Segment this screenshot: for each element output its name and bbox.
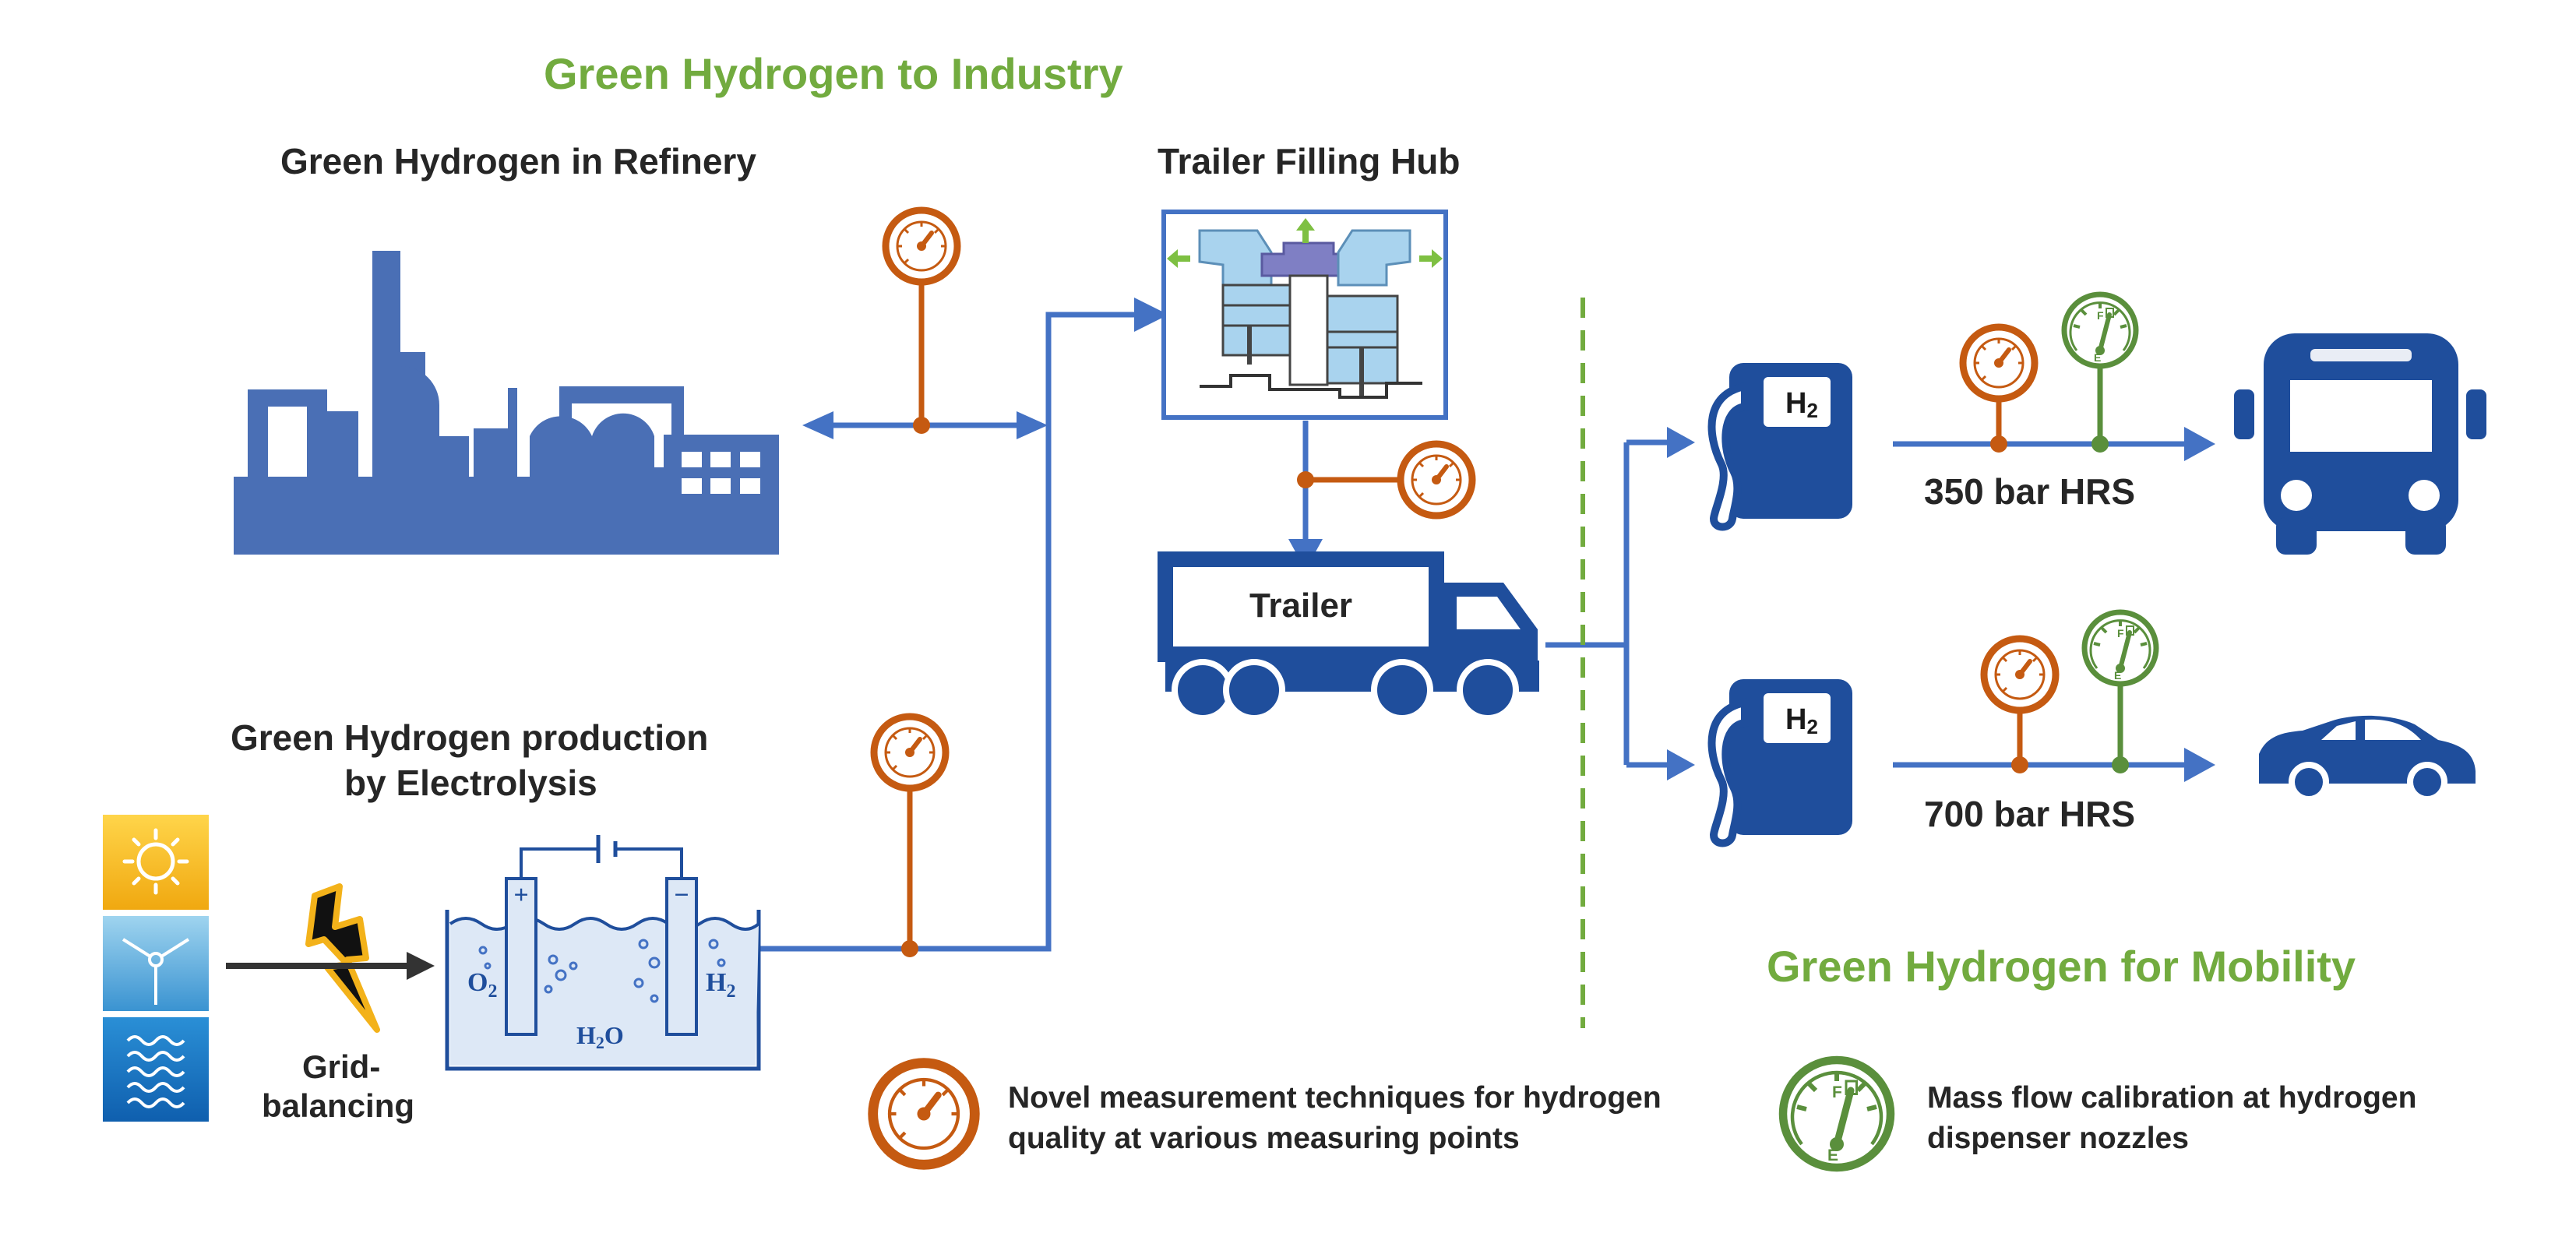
lightning-bolt-icon <box>305 883 380 1033</box>
label-o2: O2 <box>467 968 497 1002</box>
gauge-electrolysis-line <box>874 717 946 788</box>
fuel-pump-350-icon: H2 <box>1712 363 1852 527</box>
trailer-label: Trailer <box>1249 587 1352 625</box>
gauge-trailer-line <box>1401 444 1472 516</box>
legend-meter-icon <box>1783 1060 1891 1168</box>
label-350-bar-hrs: 350 bar HRS <box>1924 471 2136 512</box>
gauge-350-bar <box>1963 327 2035 399</box>
flow-arrowheads <box>802 298 2215 782</box>
refinery-windows <box>682 452 760 494</box>
svg-text:H2: H2 <box>1785 703 1818 738</box>
sun-tile-icon <box>103 815 209 910</box>
label-refinery: Green Hydrogen in Refinery <box>280 141 756 181</box>
fuel-pump-700-icon: H2 <box>1712 679 1852 844</box>
grid-arrow <box>226 952 435 980</box>
arrow-to-hub <box>1134 298 1168 332</box>
arrow-to-junction <box>1017 411 1048 439</box>
label-production-line1: Green Hydrogen production <box>231 717 709 758</box>
arrow-to-car <box>2184 748 2215 782</box>
gauge-700-bar <box>1984 639 2056 710</box>
car-icon <box>2259 715 2476 802</box>
arrow-to-pump-350 <box>1667 427 1695 458</box>
bus-icon <box>2234 333 2486 555</box>
label-production-line2: by Electrolysis <box>344 763 597 803</box>
heading-green-hydrogen-for-mobility: Green Hydrogen for Mobility <box>1767 942 2356 991</box>
legend-gauge-icon <box>873 1063 975 1165</box>
trailer-truck-icon <box>1158 551 1539 721</box>
label-h2: H2 <box>706 968 735 1002</box>
meter-350-bar <box>2064 294 2136 366</box>
electrode-plus: + <box>513 881 528 910</box>
trailer-filling-hub-icon <box>1161 210 1448 420</box>
arrow-to-bus <box>2184 427 2215 461</box>
electrode-minus: − <box>674 881 689 910</box>
refinery-icon <box>234 251 779 555</box>
svg-text:H2: H2 <box>1785 387 1818 422</box>
electrolysis-cell-icon <box>445 835 761 1071</box>
label-h2o: H2O <box>576 1021 624 1052</box>
arrow-to-refinery <box>802 411 833 439</box>
label-trailer-filling-hub: Trailer Filling Hub <box>1158 141 1461 181</box>
arrow-to-pump-700 <box>1667 749 1695 780</box>
wind-tile-icon <box>103 916 209 1011</box>
legend-quality-text: Novel measurement techniques for hydroge… <box>1008 1081 1662 1155</box>
heading-green-hydrogen-to-industry: Green Hydrogen to Industry <box>544 49 1123 98</box>
legend-massflow-text: Mass flow calibration at hydrogen dispen… <box>1927 1081 2417 1155</box>
meter-700-bar <box>2084 612 2156 684</box>
label-grid-line1: Grid- <box>302 1048 381 1085</box>
label-700-bar-hrs: 700 bar HRS <box>1924 794 2136 834</box>
label-grid-line2: balancing <box>262 1087 415 1124</box>
gauge-refinery-line <box>886 210 957 282</box>
water-tile-icon <box>103 1017 209 1122</box>
